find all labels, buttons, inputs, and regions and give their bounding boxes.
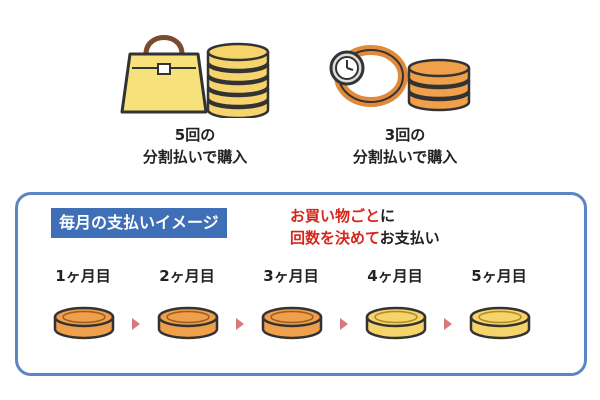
watch-icon	[329, 45, 408, 107]
panel-note: お買い物ごとに 回数を決めてお支払い	[290, 205, 440, 249]
month-label: 1ヶ月目	[55, 267, 111, 285]
month-label: 4ヶ月目	[367, 267, 423, 285]
coin-icon	[365, 306, 427, 340]
coin-icon	[157, 306, 219, 340]
panel-title-tag: 毎月の支払いイメージ	[51, 208, 227, 238]
note-red-2: 回数を決めて	[290, 229, 380, 247]
note-red-1: お買い物ごと	[290, 207, 381, 225]
left-caption-line1: 5回の	[174, 126, 216, 144]
coin-stack-icon	[407, 58, 471, 112]
note-blk-1: に	[380, 207, 396, 225]
arrow-right-icon	[340, 318, 348, 330]
handbag-icon	[120, 35, 208, 114]
right-caption-line2: 分割払いで購入	[352, 148, 458, 166]
note-blk-2: お支払い	[379, 229, 440, 247]
arrow-right-icon	[132, 318, 140, 330]
coin-icon	[53, 306, 115, 340]
arrow-right-icon	[444, 318, 452, 330]
left-caption-line2: 分割払いで購入	[142, 148, 248, 166]
coin-icon	[469, 306, 531, 340]
month-label: 2ヶ月目	[159, 267, 215, 285]
month-label: 5ヶ月目	[471, 267, 527, 285]
monthly-payment-panel: 毎月の支払いイメージ お買い物ごとに 回数を決めてお支払い 1ヶ月目 2ヶ月目 …	[15, 192, 587, 376]
right-caption-line1: 3回の	[384, 126, 426, 144]
left-caption: 5回の 分割払いで購入	[120, 124, 270, 168]
coin-icon	[261, 306, 323, 340]
arrow-right-icon	[236, 318, 244, 330]
month-label: 3ヶ月目	[263, 267, 319, 285]
right-caption: 3回の 分割払いで購入	[330, 124, 480, 168]
coin-stack-icon	[206, 42, 270, 118]
